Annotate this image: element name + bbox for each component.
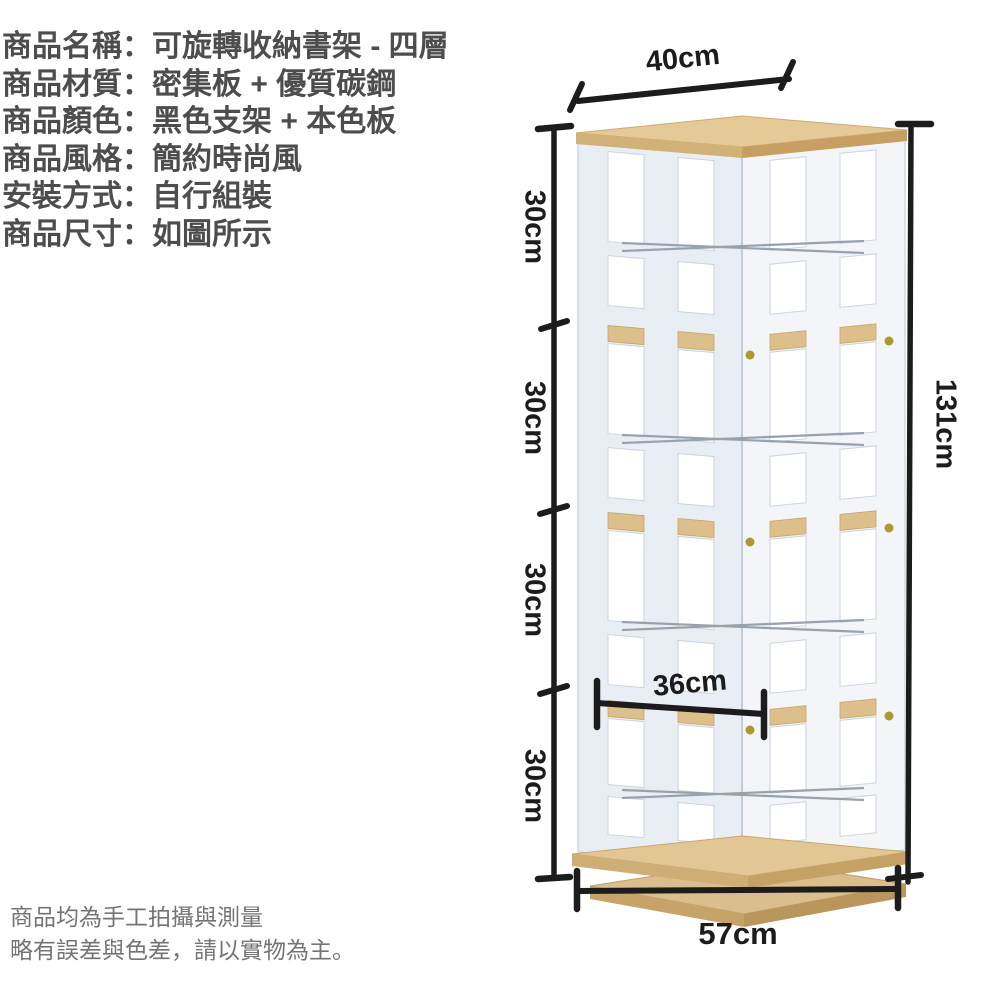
- dim-tier-3-label: 30cm: [518, 563, 550, 637]
- dim-shelf-width: 36cm: [593, 664, 768, 741]
- dim-shelf-width-label: 36cm: [652, 664, 729, 702]
- dim-base-width-label: 57cm: [698, 916, 777, 951]
- product-specs: 商品名稱：可旋轉收納書架 - 四層 商品材質：密集板 + 優質碳鋼 商品顏色：黑…: [2, 28, 449, 253]
- spec-line-size: 商品尺寸：如圖所示: [2, 217, 272, 251]
- dim-top-width: 40cm: [567, 39, 796, 113]
- spec-line-assembly: 安裝方式：自行組裝: [2, 180, 272, 213]
- dim-total-height-label: 131cm: [929, 379, 961, 469]
- top-board: [575, 115, 908, 158]
- dim-tier-1-label: 30cm: [518, 190, 550, 264]
- disclaimer-line-1: 商品均為手工拍攝與測量: [10, 904, 263, 930]
- dim-total-height: 131cm: [885, 120, 961, 885]
- spec-line-color: 商品顏色：黑色支架 + 本色板: [2, 105, 397, 138]
- bookshelf-right-face: [741, 130, 906, 867]
- bookshelf-illustration: [571, 115, 909, 927]
- spec-line-material: 商品材質：密集板 + 優質碳鋼: [2, 67, 397, 101]
- spec-line-style: 商品風格：簡約時尚風: [2, 142, 302, 176]
- dim-cap: [534, 122, 575, 133]
- bookshelf-left-face: [577, 132, 743, 867]
- dim-tick: [778, 59, 796, 91]
- product-diagram: 40cm 30cm 30cm 30cm 30cm 131cm 3: [518, 39, 961, 951]
- dim-tick: [537, 683, 570, 697]
- spec-line-name: 商品名稱：可旋轉收納書架 - 四層: [2, 30, 449, 63]
- dim-tier-2-label: 30cm: [518, 381, 550, 455]
- dim-tick: [537, 503, 570, 517]
- disclaimer: 商品均為手工拍攝與測量 略有誤差與色差，請以實物為主。: [10, 901, 355, 967]
- dimension-annotations: 40cm 30cm 30cm 30cm 30cm 131cm 3: [518, 39, 961, 951]
- dim-base-width: 57cm: [573, 864, 902, 951]
- disclaimer-line-2: 略有誤差與色差，請以實物為主。: [10, 937, 355, 963]
- dim-tier-heights: 30cm 30cm 30cm 30cm: [518, 122, 575, 883]
- base-upper-board: [571, 835, 909, 888]
- dim-cap: [534, 873, 574, 883]
- dim-tick: [885, 872, 924, 882]
- dim-tick: [538, 318, 570, 332]
- dim-tier-4-label: 30cm: [518, 749, 550, 823]
- dim-tick: [567, 81, 585, 113]
- dim-top-width-label: 40cm: [644, 39, 721, 79]
